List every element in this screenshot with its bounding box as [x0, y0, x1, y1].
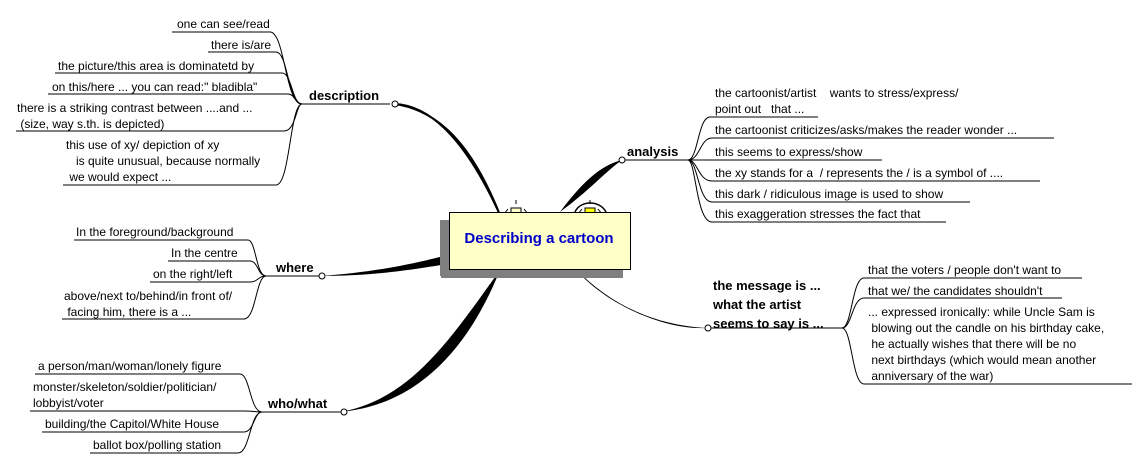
where-fan [62, 239, 320, 320]
where-item[interactable]: In the centre [171, 246, 238, 260]
description-item[interactable]: there is/are [211, 38, 272, 52]
where-item[interactable]: on the right/left [153, 267, 233, 281]
central-topic-box[interactable] [449, 212, 631, 270]
where-label[interactable]: where [276, 260, 314, 275]
description-item[interactable]: the picture/this area is dominatetd by [58, 59, 255, 73]
analysis-item[interactable]: the cartoonist criticizes/asks/makes the… [715, 123, 1018, 137]
who-what-item[interactable]: a person/man/woman/lonely figure [38, 359, 222, 373]
message-label[interactable]: the message is ... what the artist seems… [713, 278, 824, 331]
who-what-fan [30, 373, 342, 454]
description-fan [16, 31, 390, 186]
message-fan [708, 277, 1132, 385]
description-item[interactable]: this use of xy/ depiction of xy is quite… [66, 138, 261, 184]
analysis-fan [624, 116, 1054, 223]
analysis-item[interactable]: this dark / ridiculous image is used to … [715, 187, 944, 201]
who-what-item[interactable]: building/the Capitol/White House [45, 417, 220, 431]
who-what-label[interactable]: who/what [268, 396, 328, 411]
description-item[interactable]: on this/here ... you can read:" bladibla… [52, 80, 258, 94]
description-item[interactable]: one can see/read [177, 17, 270, 31]
message-item[interactable]: ... expressed ironically: while Uncle Sa… [868, 305, 1105, 383]
branch-where [320, 255, 448, 276]
where-item[interactable]: above/next to/behind/in front of/ facing… [64, 289, 233, 319]
message-item[interactable]: that we/ the candidates shouldn't [868, 284, 1043, 298]
message-item[interactable]: that the voters / people don't want to [868, 263, 1062, 277]
branch-analysis [560, 160, 622, 212]
description-item[interactable]: there is a striking contrast between ...… [17, 101, 253, 131]
analysis-item[interactable]: the xy stands for a / represents the / i… [715, 166, 1004, 180]
analysis-item[interactable]: the cartoonist/artist wants to stress/ex… [715, 86, 959, 116]
center-box-shadow [440, 220, 450, 276]
branch-description [394, 103, 501, 216]
analysis-item[interactable]: this seems to express/show [715, 145, 863, 159]
analysis-item[interactable]: this exaggeration stresses the fact that [715, 207, 921, 221]
branch-message [575, 268, 706, 329]
branch-who-what [340, 270, 500, 412]
where-item[interactable]: In the foreground/background [76, 225, 234, 239]
who-what-item[interactable]: monster/skeleton/soldier/politician/ lob… [33, 380, 217, 410]
central-topic-title: Describing a cartoon [464, 230, 614, 247]
who-what-item[interactable]: ballot box/polling station [93, 438, 222, 452]
analysis-label[interactable]: analysis [627, 144, 679, 159]
description-label[interactable]: description [309, 88, 380, 103]
